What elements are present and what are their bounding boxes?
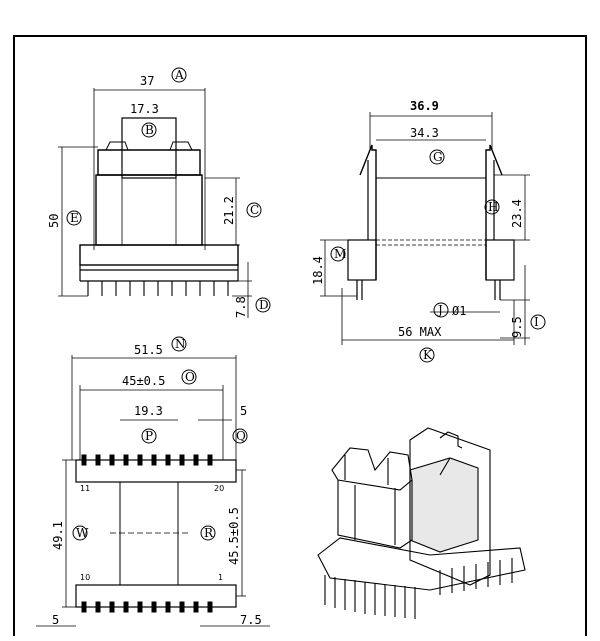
- dim-37: 37: [140, 74, 154, 88]
- flange-top: [97, 149, 201, 176]
- foot-left: [347, 239, 377, 281]
- iso-base: [317, 537, 526, 591]
- flange-left: [359, 144, 377, 280]
- iso-core: [409, 457, 479, 553]
- body-outline: [95, 174, 203, 246]
- callout-circle: [433, 302, 449, 318]
- callout-c: C: [250, 203, 259, 217]
- callout-k: K: [423, 348, 433, 362]
- callout-b: B: [145, 123, 154, 137]
- callout-i: I: [534, 315, 539, 329]
- dim-45: 45±0.5: [122, 374, 165, 388]
- callout-r: R: [204, 526, 214, 540]
- callout-w: W: [76, 526, 89, 540]
- callout-d: D: [259, 298, 269, 312]
- pin-label-11: 11: [80, 484, 90, 493]
- dim-7-8: 7.8: [234, 296, 248, 318]
- flange-right: [485, 144, 503, 280]
- callout-n: N: [175, 337, 186, 351]
- side-view: [320, 112, 546, 363]
- foot-right: [485, 239, 515, 281]
- pin-label-20: 20: [214, 484, 224, 493]
- dim-36-9: 36.9: [410, 99, 439, 113]
- callout-circle: [66, 210, 82, 226]
- callout-circle: [141, 428, 157, 444]
- dim-21-2: 21.2: [222, 196, 236, 225]
- dim-23-4: 23.4: [510, 199, 524, 228]
- callout-h: H: [488, 200, 498, 214]
- dim-9-5: 9.5: [510, 316, 524, 338]
- iso-notch: [439, 431, 463, 449]
- dim-7-5: 7.5: [240, 613, 262, 627]
- dim-51-5: 51.5: [134, 343, 163, 357]
- pin-label-1: 1: [218, 573, 223, 582]
- callout-circle: [429, 149, 445, 165]
- dim-34-3: 34.3: [410, 126, 439, 140]
- iso-body: [337, 480, 413, 549]
- callout-circle: [171, 67, 187, 83]
- pin-label-10: 10: [80, 573, 90, 582]
- callout-circle: [330, 246, 346, 262]
- dim-45-5: 45.5±0.5: [227, 507, 241, 565]
- isometric-view: [317, 427, 526, 619]
- iso-pins: [324, 558, 513, 619]
- callout-circle: [72, 525, 88, 541]
- callout-circle: [171, 336, 187, 352]
- dim-5-top: 5: [240, 404, 247, 418]
- iso-flange-front: [331, 447, 413, 491]
- callout-circle: [419, 347, 435, 363]
- callout-a: A: [174, 68, 184, 82]
- callout-circle: [181, 369, 197, 385]
- iso-flange-back: [409, 427, 491, 586]
- flange-detail: [169, 141, 193, 151]
- callout-circle: [232, 428, 248, 444]
- callout-e: E: [70, 211, 79, 225]
- base-outline: [79, 244, 239, 266]
- callout-circle: [530, 314, 546, 330]
- dim-50: 50: [47, 214, 61, 228]
- dim-49-1: 49.1: [51, 521, 65, 550]
- callout-m: M: [334, 247, 346, 261]
- bottom-view: [36, 336, 270, 627]
- dim-56-max: 56 MAX: [398, 325, 442, 339]
- callout-q: Q: [236, 429, 246, 443]
- callout-circle: [484, 199, 500, 215]
- pin-row-front: [87, 281, 229, 296]
- front-view: [58, 67, 271, 318]
- dim-19-3: 19.3: [134, 404, 163, 418]
- callout-circle: [255, 297, 271, 313]
- callout-circle: [200, 525, 216, 541]
- dim-5-bottom: 5: [52, 613, 59, 627]
- window-outline: [121, 117, 177, 179]
- dim-dia-1: Ø1: [452, 304, 466, 318]
- bottom-pins: [81, 454, 213, 613]
- callout-o: O: [185, 370, 195, 384]
- callout-circle: [141, 122, 157, 138]
- dim-17-3: 17.3: [130, 102, 159, 116]
- callout-p: P: [145, 429, 153, 443]
- flange-detail: [105, 141, 129, 151]
- callout-g: G: [433, 150, 443, 164]
- dim-18-4: 18.4: [311, 256, 325, 285]
- iso-edge: [439, 457, 451, 476]
- callout-j: J: [436, 303, 443, 317]
- callout-circle: [246, 202, 262, 218]
- drawing-border: [13, 35, 587, 641]
